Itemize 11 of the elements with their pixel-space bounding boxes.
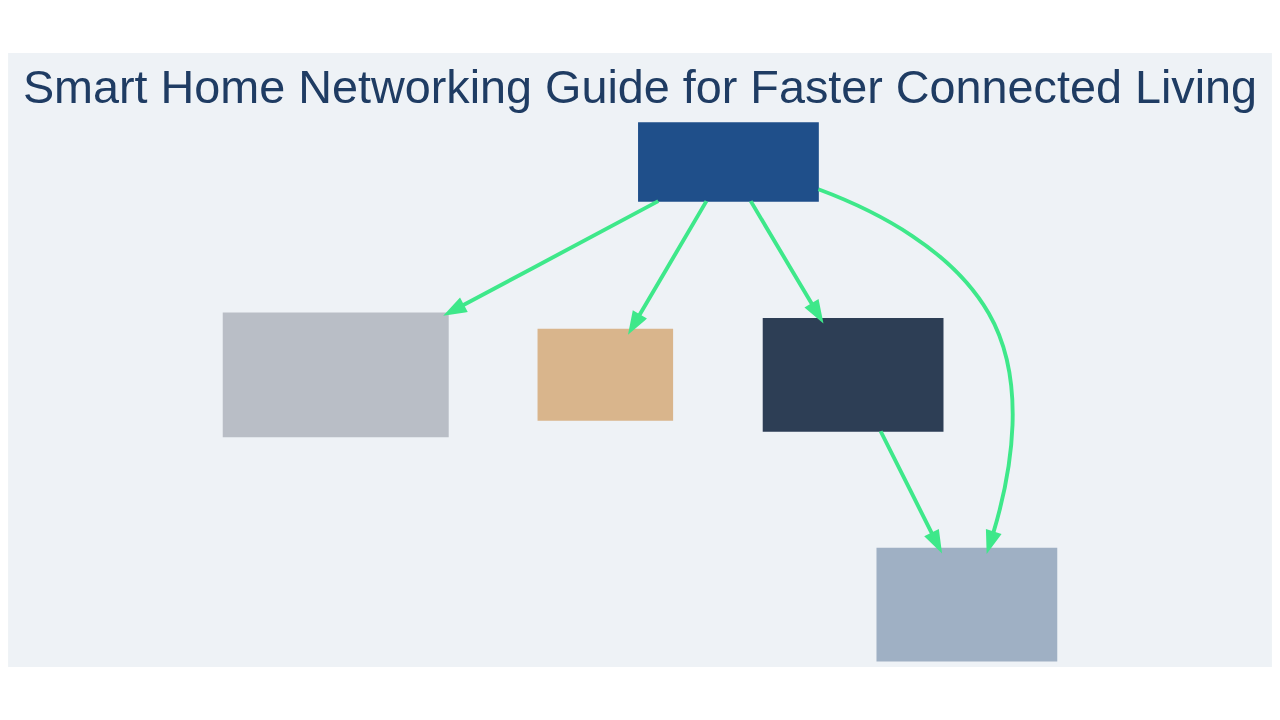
node-box (638, 122, 819, 202)
diagram-title: Smart Home Networking Guide for Faster Connected Living (22, 60, 1258, 113)
arrow (878, 430, 943, 554)
arrow (749, 200, 824, 324)
node-box (222, 312, 449, 438)
node-box (762, 317, 944, 432)
arrow (628, 200, 709, 335)
node-box (876, 547, 1058, 662)
node-box (537, 328, 674, 421)
arrow (817, 187, 1015, 554)
arrow (443, 199, 660, 316)
